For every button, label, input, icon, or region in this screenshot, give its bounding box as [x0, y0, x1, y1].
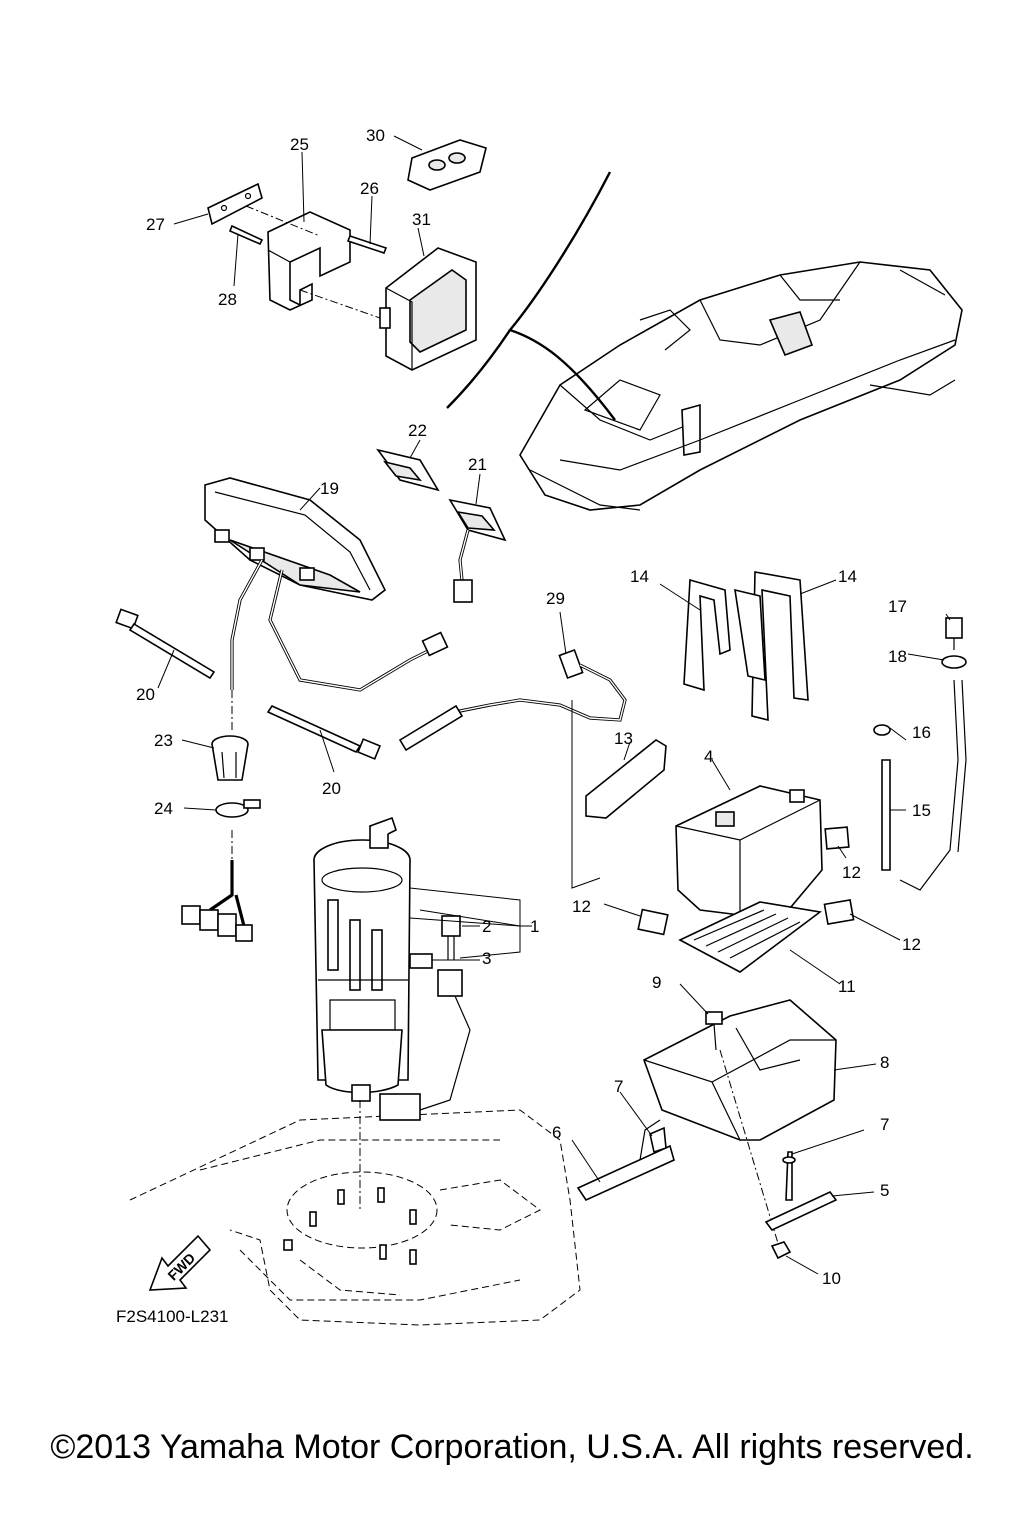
part-12-pad [823, 898, 855, 926]
callout-24: 24 [154, 799, 173, 818]
callout-numbers: 30 25 26 31 27 28 22 21 19 20 20 23 24 2… [136, 126, 931, 1288]
part-5-stay [764, 1190, 838, 1232]
diagram-reference-code: F2S4100-L231 [116, 1307, 228, 1326]
part-7-bolt [649, 1126, 667, 1154]
callout-leaders [157, 135, 951, 1275]
harness-connectors [181, 905, 253, 942]
callout-18: 18 [888, 647, 907, 666]
part-30-remote-transmitter [407, 139, 487, 191]
callout-12c: 12 [902, 935, 921, 954]
part-17-breather-cap [945, 617, 963, 650]
callout-21: 21 [468, 455, 487, 474]
part-4-battery [675, 785, 823, 921]
callout-28: 28 [218, 290, 237, 309]
callout-31: 31 [412, 210, 431, 229]
part-28-pin [228, 224, 264, 246]
part-8-battery-box [643, 999, 837, 1141]
part-25-bracket [267, 211, 351, 311]
switch-connector [453, 579, 473, 603]
callout-16: 16 [912, 723, 931, 742]
part-15-breather-hose [881, 679, 967, 891]
part-6-stay [576, 1119, 675, 1202]
part-20-cable-tie [115, 608, 216, 680]
part-12-pad [824, 826, 850, 850]
callout-6: 6 [552, 1123, 561, 1142]
fuel-tank-outline [129, 1109, 581, 1326]
callout-2: 2 [482, 917, 491, 936]
callout-26: 26 [360, 179, 379, 198]
callout-9: 9 [652, 973, 661, 992]
part-9-bolt [705, 1011, 723, 1051]
part-7-bolt [782, 1151, 796, 1201]
callout-3: 3 [482, 949, 491, 968]
meter-connector [421, 631, 449, 657]
copyright-notice: ©2013 Yamaha Motor Corporation, U.S.A. A… [50, 1428, 974, 1466]
part-1-fuel-pump-assembly [313, 816, 411, 1102]
callout-30: 30 [366, 126, 385, 145]
callout-7b: 7 [880, 1115, 889, 1134]
callout-11: 11 [838, 977, 856, 996]
part-20-cable-tie [266, 704, 382, 760]
callout-14a: 14 [630, 567, 649, 586]
locator-line [507, 171, 616, 421]
callout-29: 29 [546, 589, 565, 608]
callout-15: 15 [912, 801, 931, 820]
callout-14b: 14 [838, 567, 857, 586]
callout-1: 1 [530, 917, 539, 936]
part-22-switch [376, 448, 440, 492]
locator-line [446, 329, 511, 409]
part-13-cover [585, 739, 667, 819]
callout-23: 23 [154, 731, 173, 750]
part-11-mat [678, 901, 822, 973]
part-18-clip [941, 655, 967, 669]
part-21-switch [448, 498, 507, 542]
callout-25: 25 [290, 135, 309, 154]
part-29-sensor [558, 648, 584, 680]
part-23-grommet [211, 735, 249, 781]
callout-5: 5 [880, 1181, 889, 1200]
callout-19: 19 [320, 479, 339, 498]
tank-stud-bolts [283, 1187, 417, 1265]
forward-direction-arrow: FWD [148, 1234, 212, 1291]
callout-13: 13 [614, 729, 633, 748]
callout-20a: 20 [136, 685, 155, 704]
callout-17: 17 [888, 597, 907, 616]
part-27-plate [207, 182, 263, 226]
watercraft-overview-illustration [519, 261, 963, 511]
callout-12b: 12 [572, 897, 591, 916]
part-10-nut [770, 1241, 792, 1260]
part-3-bracket [409, 953, 463, 997]
part-24-clamp [215, 799, 261, 818]
callout-7a: 7 [614, 1077, 623, 1096]
part-14-battery-band [683, 571, 809, 722]
callout-10: 10 [822, 1269, 841, 1288]
pump-connector [379, 1093, 421, 1121]
part-31-control-unit [379, 247, 477, 371]
part-26-pin [346, 235, 388, 254]
part-19-multifunction-meter [204, 477, 387, 601]
callout-20b: 20 [322, 779, 341, 798]
callout-12a: 12 [842, 863, 861, 882]
callout-22: 22 [408, 421, 427, 440]
callout-4: 4 [704, 747, 713, 766]
callout-27: 27 [146, 215, 165, 234]
part-2-connector [441, 915, 461, 960]
part-12-pad [637, 908, 669, 936]
part-16-clip [873, 724, 891, 736]
callout-8: 8 [880, 1053, 889, 1072]
